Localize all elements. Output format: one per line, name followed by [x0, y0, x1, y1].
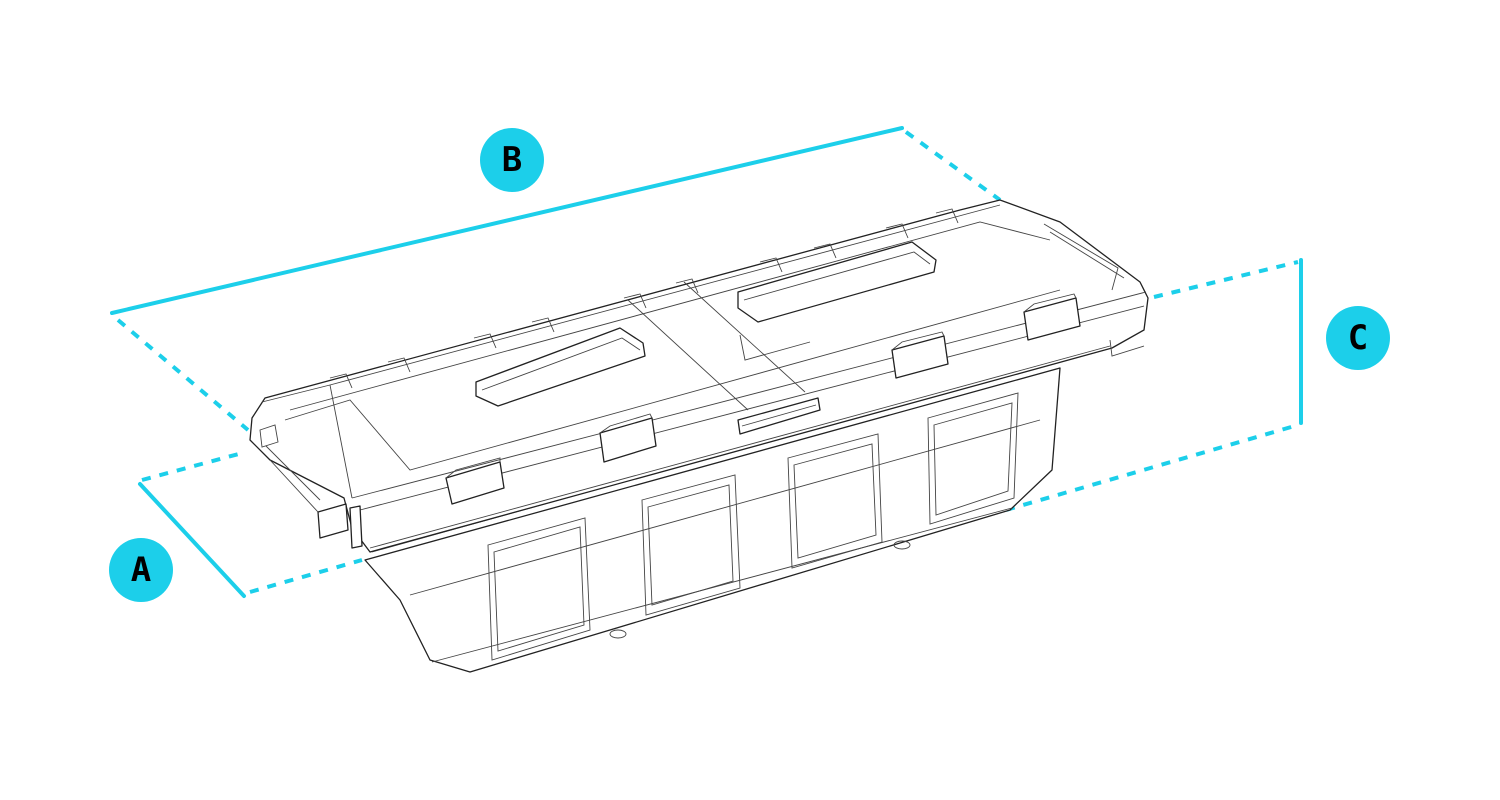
dimension-a: [138, 450, 363, 598]
dimension-b: [110, 126, 1002, 432]
toolbox-lid: [249, 199, 1149, 553]
dimension-b-badge: B: [480, 128, 544, 192]
dimension-a-label: A: [131, 550, 151, 590]
toolbox-drawing: [249, 199, 1149, 673]
toolbox-side-panels: [487, 392, 1019, 661]
right-lid-handle: [737, 241, 937, 323]
center-latch: [737, 397, 821, 435]
dimension-a-badge: A: [109, 538, 173, 602]
left-end-latch: [259, 424, 363, 549]
dimension-c-top-extension: [1153, 260, 1299, 299]
dimension-c-label: C: [1348, 318, 1368, 358]
dimension-c: [1005, 258, 1303, 512]
dimension-c-badge: C: [1326, 306, 1390, 370]
dimension-b-label: B: [502, 140, 522, 180]
lid-clasps: [445, 293, 1081, 505]
lid-ribs: [329, 208, 959, 389]
dimension-b-left-extension: [116, 318, 250, 432]
dimension-b-right-extension: [904, 130, 1002, 202]
dimension-a-top-extension: [141, 450, 247, 482]
dimension-a-bottom-extension: [249, 558, 363, 594]
dimension-c-bottom-extension: [1005, 423, 1299, 512]
dimension-a-line: [138, 482, 246, 598]
left-lid-handle: [475, 327, 646, 407]
dimension-b-line: [110, 126, 904, 315]
toolbox-tub: [364, 367, 1061, 673]
